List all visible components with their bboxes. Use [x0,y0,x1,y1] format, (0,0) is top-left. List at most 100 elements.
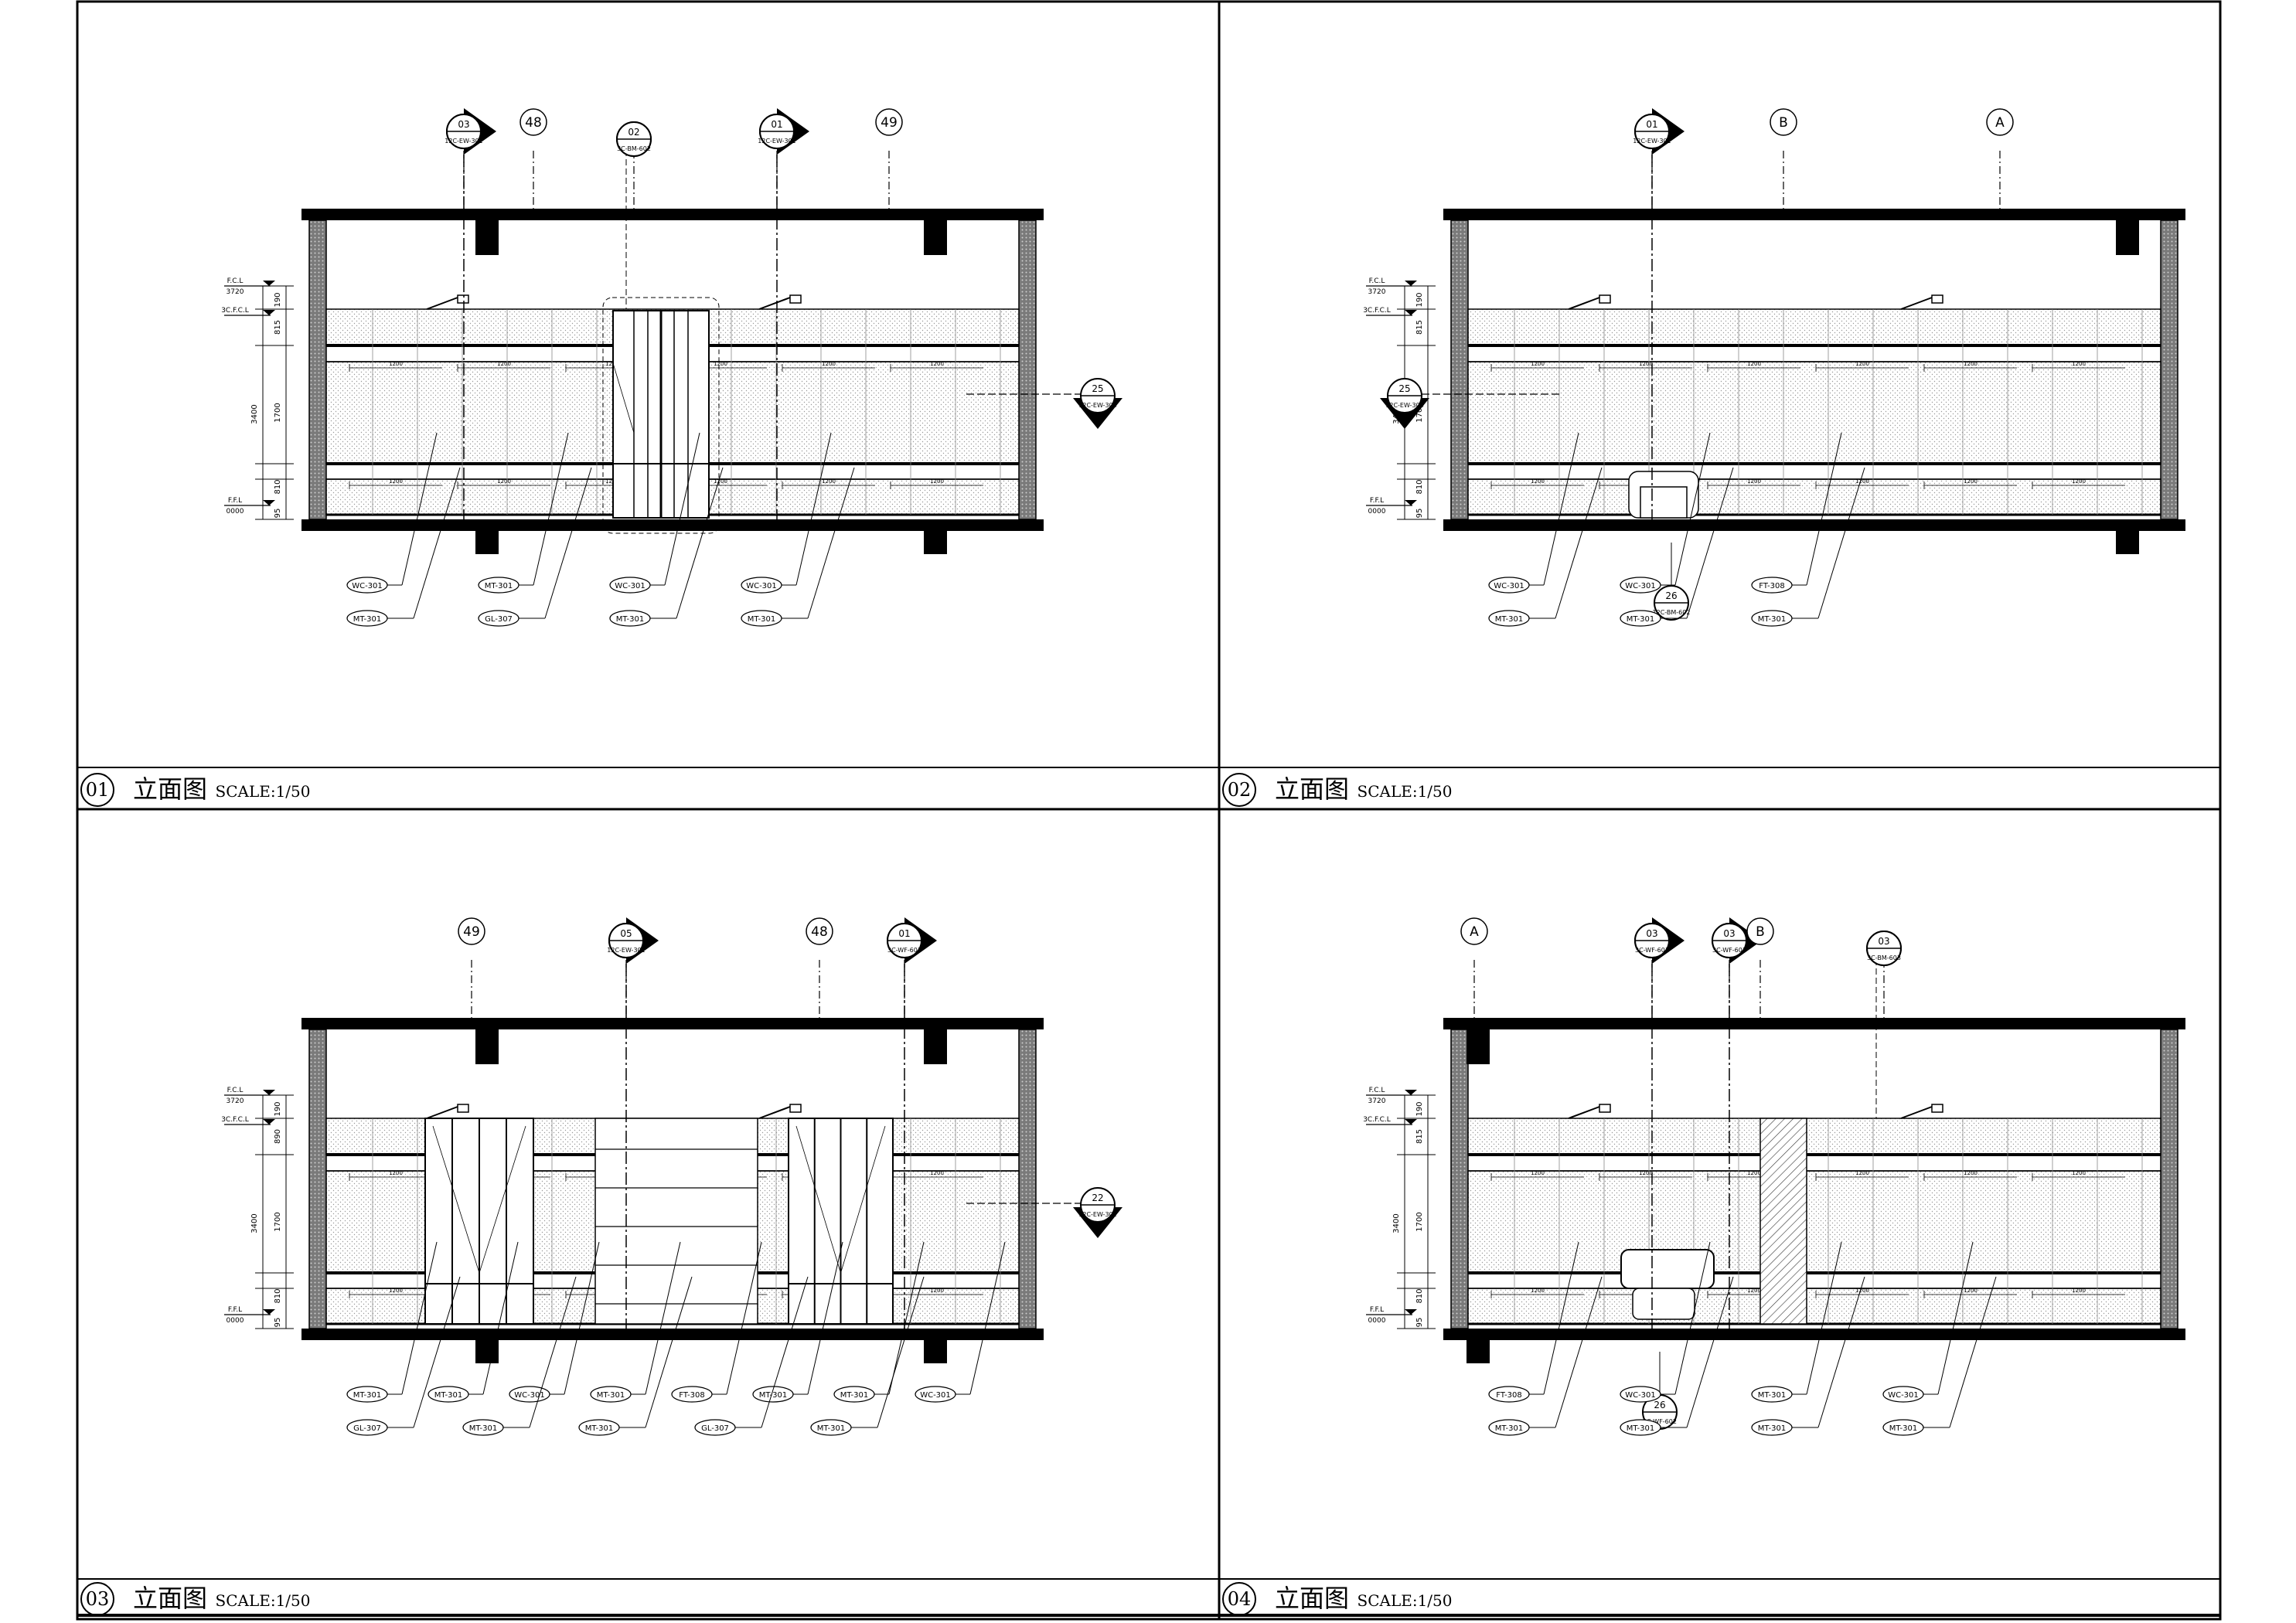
marker-sheet: 12C-EW-304 [1385,402,1423,409]
sink-base [1632,1288,1695,1320]
ceiling-fixture [426,294,469,310]
floor-beam [1467,1340,1490,1363]
grid-bubble: B [1770,108,1797,136]
floor-slab [301,519,1044,531]
dimension-value: 815 [1415,1129,1424,1144]
level-label: F.C.L [227,1087,244,1094]
grid-label: 49 [463,924,480,940]
floor-beam [475,531,499,554]
dimension-value: 190 [1415,1101,1424,1116]
tag-label: MT-301 [434,1391,463,1400]
segment-dim: 1200 [1531,1170,1545,1176]
segment-dim: 1200 [1639,1170,1653,1176]
grid-bubble: 48 [519,108,547,136]
marker-number: 03 [458,119,469,130]
dimension-value: 95 [1415,1318,1424,1328]
left-wall [308,219,327,520]
grid-label: A [1470,924,1479,940]
tag-label: MT-301 [1889,1424,1918,1433]
segment-dim: 1200 [1531,361,1545,367]
grid-circle [806,917,833,945]
floor-beam [2116,531,2139,554]
level-label: F.F.L [228,497,242,505]
marker-number: 02 [628,127,639,138]
beam [475,220,499,255]
dimension-value: 190 [274,292,282,307]
dimension-value: 810 [1415,1288,1424,1303]
tag-label: WC-301 [352,582,383,590]
grid-bubble: A [1986,108,2014,136]
grid-label: B [1779,115,1788,131]
panel-title: 立面图 [133,1584,207,1613]
segment-dim: 1200 [822,361,836,367]
panel-title: 立面图 [1275,774,1349,804]
fixture-head [457,294,469,304]
material-tag: WC-301 [346,577,388,594]
fixture-head [457,1104,469,1113]
cabinet-door [424,1118,534,1325]
material-tag: MT-301 [1620,1419,1661,1436]
material-tag: MT-301 [609,610,651,627]
segment-dim: 1200 [1747,361,1761,367]
right-wall [1018,1029,1037,1329]
upper-panel [1467,308,2161,346]
grid-label: 49 [881,115,898,131]
segment-dim: 1200 [930,478,944,485]
tag-label: GL-307 [485,615,513,624]
marker-sheet: 3C-BM-603 [1867,954,1901,961]
grid-circle [1746,917,1774,945]
tag-label: WC-301 [1625,582,1656,590]
tag-label: FT-308 [1759,582,1784,590]
material-tag: MT-301 [1488,1419,1530,1436]
segment-dim: 1200 [1855,478,1869,485]
grid-bubble: 48 [806,917,833,945]
tag-label: WC-301 [920,1391,951,1400]
level-triangle [1405,500,1417,505]
panel-title: 立面图 [133,774,207,804]
segment-dim: 1200 [930,1170,944,1176]
tag-label: WC-301 [615,582,646,590]
tag-label: MT-301 [759,1391,788,1400]
level-triangle [1405,1119,1417,1125]
material-tag: MT-301 [462,1419,504,1436]
marker-sheet: 12C-EW-304 [1078,402,1116,409]
segment-dim: 1200 [389,478,403,485]
tag-label: WC-301 [1625,1391,1656,1400]
tag-label: WC-301 [746,582,777,590]
segment-dim: 1200 [822,478,836,485]
material-tag: WC-301 [1488,577,1530,594]
dimension-value: 1700 [274,1212,282,1231]
panel-scale: SCALE:1/50 [1358,1591,1453,1610]
segment-dim: 1200 [1747,478,1761,485]
level-label: F.C.L [227,277,244,285]
material-tag: MT-301 [1751,1386,1793,1403]
material-tag: MT-301 [428,1386,469,1403]
level-triangle [1405,1090,1417,1095]
floor-beam [924,531,947,554]
dimension-value: 890 [274,1129,282,1144]
dimension-value: 95 [274,509,282,519]
floor-slab [301,1329,1044,1340]
ceiling-slab [1443,1018,2185,1029]
tag-label: MT-301 [1495,615,1524,624]
segment-dim: 1200 [714,361,727,367]
tag-label: MT-301 [353,615,382,624]
marker-sheet: 3C-BM-602 [617,145,651,152]
panel-number: 02 [1228,779,1252,801]
dimension-value: 810 [274,1288,282,1303]
